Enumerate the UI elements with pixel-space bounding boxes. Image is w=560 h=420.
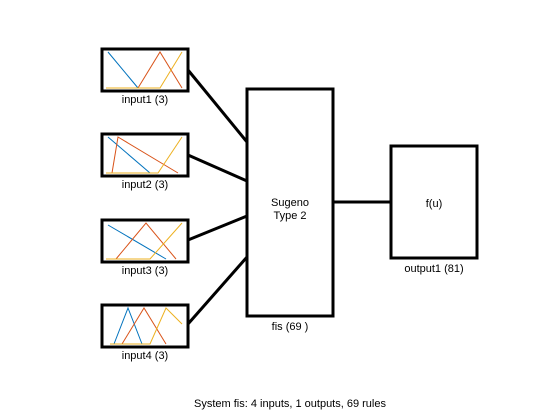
- connector-input2: [187, 153, 248, 183]
- mf-2: [121, 307, 167, 345]
- mf-3: [106, 222, 183, 260]
- mf-2: [137, 51, 183, 89]
- mf-1: [113, 306, 143, 345]
- fis-label: fis (69 ): [272, 321, 309, 333]
- fis-block[interactable]: Sugeno Type 2 fis (69 ): [245, 87, 335, 333]
- output-function: f(u): [426, 198, 443, 210]
- input4-block[interactable]: input4 (3): [100, 303, 190, 362]
- mf-1: [107, 224, 167, 260]
- fis-type-line2: Type 2: [273, 210, 306, 222]
- input4-label: input4 (3): [122, 350, 168, 362]
- connector-input1: [186, 69, 249, 143]
- mf-1: [107, 136, 151, 174]
- mf-2: [115, 222, 177, 260]
- system-summary: System fis: 4 inputs, 1 outputs, 69 rule…: [194, 398, 386, 410]
- mf-3: [110, 307, 183, 345]
- input1-label: input1 (3): [122, 94, 168, 106]
- input3-label: input3 (3): [122, 265, 168, 277]
- fis-type-line1: Sugeno: [271, 197, 309, 209]
- mf-3: [106, 136, 183, 174]
- connector-input3: [187, 214, 248, 242]
- input3-block[interactable]: input3 (3): [100, 218, 190, 277]
- input2-block[interactable]: input2 (3): [100, 132, 190, 191]
- mf-1: [107, 51, 139, 89]
- mf-2: [111, 136, 179, 174]
- input2-label: input2 (3): [122, 179, 168, 191]
- output1-label: output1 (81): [404, 263, 463, 275]
- output1-block[interactable]: f(u) output1 (81): [389, 144, 479, 275]
- input1-block[interactable]: input1 (3): [100, 47, 190, 106]
- connector-input4: [186, 256, 249, 325]
- mf-3: [106, 51, 183, 89]
